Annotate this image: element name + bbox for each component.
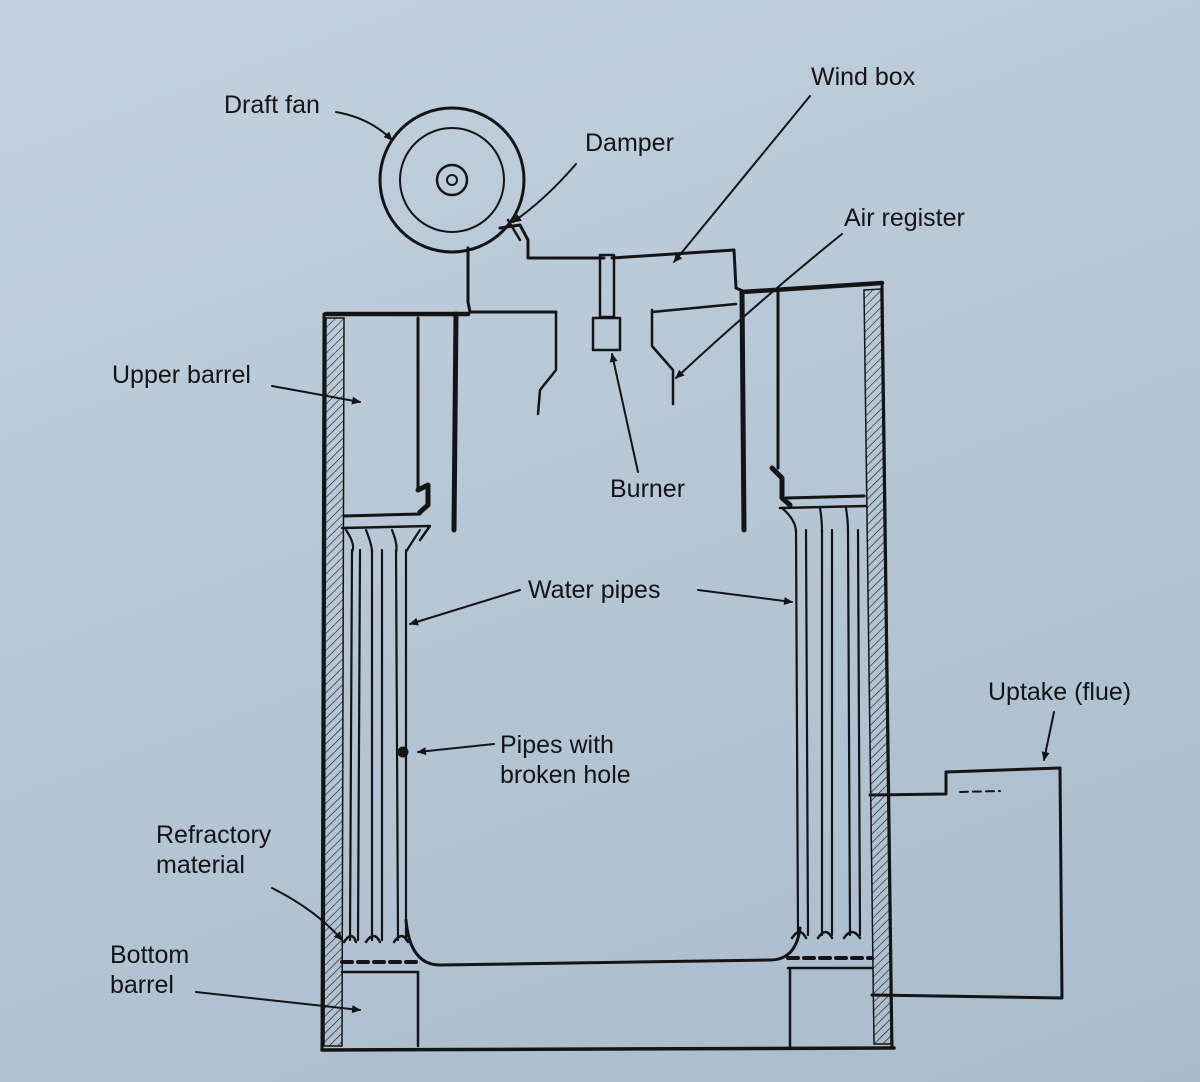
label-wind-box: Wind box bbox=[811, 63, 916, 91]
label-pipes-broken-hole-line1: Pipes with bbox=[500, 731, 614, 759]
label-bottom-barrel-line1: Bottom bbox=[110, 941, 190, 969]
label-refractory-line2: material bbox=[156, 851, 245, 879]
left-pipe-bell-4 bbox=[404, 528, 422, 554]
leader-arrows bbox=[195, 95, 1055, 1014]
right-pipe-bell-2 bbox=[818, 506, 824, 534]
draft-fan-rotor bbox=[399, 127, 505, 233]
fan-duct-left-wall bbox=[466, 246, 558, 314]
upper-header-right bbox=[784, 494, 866, 500]
upper-header-left-lower bbox=[340, 524, 432, 542]
upper-header-left bbox=[342, 512, 422, 518]
fan-duct-top-wall bbox=[498, 223, 606, 260]
label-bottom-barrel-line2: barrel bbox=[110, 971, 174, 999]
left-water-pipes bbox=[344, 528, 422, 942]
draft-fan-housing bbox=[378, 106, 526, 254]
air-register-right bbox=[650, 308, 675, 406]
uptake-inner-dash bbox=[959, 790, 1001, 793]
furnace-bottom bbox=[404, 918, 802, 967]
shell-bottom bbox=[320, 1046, 896, 1052]
label-uptake: Uptake (flue) bbox=[988, 678, 1132, 706]
left-bottom-header bbox=[340, 934, 420, 1048]
arrow-air-register bbox=[675, 233, 843, 379]
left-furnace-wall bbox=[451, 311, 459, 533]
draft-fan bbox=[378, 106, 526, 254]
burner bbox=[591, 253, 622, 352]
label-burner: Burner bbox=[610, 475, 686, 503]
arrow-damper bbox=[512, 163, 577, 223]
right-water-pipes bbox=[780, 506, 862, 937]
right-pipe-ends bbox=[790, 930, 862, 940]
right-pipe-1a bbox=[794, 528, 800, 937]
label-upper-barrel: Upper barrel bbox=[112, 361, 251, 389]
refractory-right bbox=[863, 288, 892, 1045]
label-damper: Damper bbox=[585, 129, 674, 157]
right-pipe-3b bbox=[856, 528, 862, 937]
label-water-pipes: Water pipes bbox=[528, 576, 661, 604]
label-air-register: Air register bbox=[844, 204, 965, 232]
air-register-top bbox=[650, 302, 738, 314]
arrow-water-pipes-left bbox=[409, 589, 521, 626]
arrow-bottom-barrel bbox=[195, 991, 361, 1014]
draft-fan-hub bbox=[435, 163, 469, 197]
left-pipe-1a bbox=[348, 548, 354, 942]
air-register-left bbox=[536, 310, 558, 416]
burner-stem bbox=[598, 253, 616, 319]
arrow-upper-barrel bbox=[271, 385, 361, 405]
arrow-draft-fan bbox=[335, 111, 393, 141]
shell-right-wall bbox=[880, 281, 894, 1050]
left-pipe-bell-1 bbox=[344, 528, 355, 554]
label-refractory-line1: Refractory bbox=[156, 821, 272, 849]
uptake-outline bbox=[868, 766, 1064, 1000]
arrow-uptake bbox=[1041, 711, 1055, 761]
arrow-wind-box bbox=[673, 95, 811, 263]
arrow-burner bbox=[609, 353, 639, 473]
burner-head bbox=[591, 316, 622, 352]
right-pipe-bell-1 bbox=[780, 506, 798, 534]
right-bottom-header bbox=[786, 930, 874, 1048]
label-draft-fan: Draft fan bbox=[224, 91, 320, 119]
damper-blade bbox=[506, 218, 522, 242]
label-pipes-broken-hole: Pipes with broken hole bbox=[500, 730, 631, 790]
right-furnace-wall bbox=[739, 289, 747, 533]
right-baffle-foot bbox=[769, 465, 793, 508]
label-bottom-barrel: Bottom barrel bbox=[110, 940, 189, 1000]
left-baffle-foot bbox=[415, 482, 431, 515]
left-pipe-ends bbox=[342, 934, 410, 944]
label-refractory-material: Refractory material bbox=[156, 820, 271, 880]
arrow-refractory bbox=[271, 887, 343, 941]
uptake-flue bbox=[868, 766, 1064, 1000]
right-pipe-3a bbox=[846, 528, 852, 937]
arrow-water-pipes-right bbox=[697, 589, 793, 605]
draft-fan-shaft bbox=[446, 174, 458, 186]
shell-left-wall bbox=[320, 312, 326, 1052]
refractory-left bbox=[323, 317, 345, 1047]
right-pipe-1b bbox=[804, 528, 810, 937]
right-pipe-bell-3 bbox=[844, 506, 850, 534]
left-pipe-bell-3 bbox=[390, 528, 398, 554]
upper-barrel-top-right bbox=[739, 280, 885, 295]
left-pipe-1b bbox=[356, 548, 362, 942]
upper-header-right-lower bbox=[778, 504, 868, 510]
broken-hole-marker bbox=[397, 746, 409, 758]
arrow-broken-hole bbox=[417, 743, 495, 756]
label-pipes-broken-hole-line2: broken hole bbox=[500, 761, 631, 789]
left-pipe-bell-2 bbox=[364, 528, 374, 554]
left-pipe-3a bbox=[394, 548, 400, 942]
